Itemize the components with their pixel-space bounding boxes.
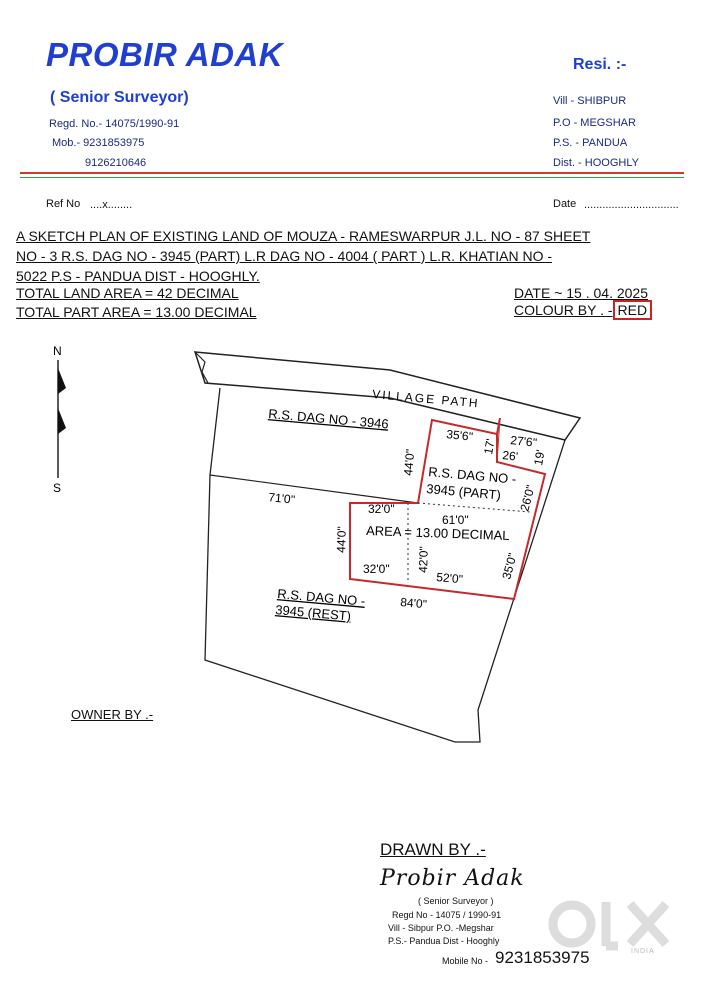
address-dist: Dist. - HOOGHLY [553, 157, 639, 169]
date-field-value: ............................... [584, 199, 679, 211]
dim-19: 19' [531, 449, 548, 467]
drawn-address-1: Vill - Sibpur P.O. -Megshar [388, 923, 494, 933]
dim-61: 61'0" [442, 513, 469, 527]
mobile-number: Mob.- 9231853975 [52, 137, 145, 149]
dim-26: 26' [502, 448, 519, 464]
dag-3946-label: R.S. DAG NO - 3946 [268, 406, 390, 431]
mobile-value: 9231853975 [495, 948, 590, 967]
header-divider-green [20, 177, 684, 178]
colour-by-value: RED [612, 300, 653, 320]
dag-part-label-2: 3945 (PART) [426, 481, 502, 502]
header-divider-red [20, 172, 684, 174]
dim-35-6: 35'6" [446, 427, 474, 444]
residence-label: Resi. :- [573, 56, 627, 73]
address-village: Vill - SHIBPUR [553, 95, 627, 107]
owner-label: OWNER BY .- [71, 707, 154, 722]
phone-number-2: 9126210646 [85, 157, 147, 169]
olx-watermark: INDIA [548, 896, 678, 961]
title-line-1: A SKETCH PLAN OF EXISTING LAND OF MOUZA … [16, 228, 591, 244]
olx-logo-icon [548, 900, 670, 951]
north-arrow-icon [57, 360, 66, 478]
plan-title: A SKETCH PLAN OF EXISTING LAND OF MOUZA … [16, 226, 686, 286]
dim-44-left: 44'0" [334, 526, 349, 553]
drawn-address-2: P.S.- Pandua Dist - Hooghly [388, 936, 500, 946]
surveyor-name: PROBIR ADAK [46, 36, 284, 73]
sketch-map: N S VILLAGE PATH R.S. DAG NO - 3946 R.S.… [53, 344, 582, 743]
dim-44-right: 44'0" [401, 449, 417, 477]
total-land-area: TOTAL LAND AREA = 42 DECIMAL [16, 285, 239, 301]
dim-17: 17' [481, 438, 498, 456]
dim-35-0: 35'0" [499, 551, 519, 580]
dim-71: 71'0" [268, 490, 296, 507]
colour-by-label: COLOUR BY . - [514, 302, 613, 318]
dag-rest-label-2: 3945 (REST) [275, 602, 352, 624]
colour-by: COLOUR BY . -RED [514, 300, 653, 320]
signature: Probir Adak [380, 866, 525, 891]
dim-84: 84'0" [400, 595, 428, 611]
olx-sub: INDIA [631, 948, 655, 955]
dim-32-top: 32'0" [368, 502, 395, 516]
address-ps: P.S. - PANDUA [553, 137, 628, 149]
dim-27-6: 27'6" [510, 433, 538, 450]
dim-32-bottom: 32'0" [363, 562, 390, 576]
date-field-label: Date [553, 198, 577, 210]
title-line-2: NO - 3 R.S. DAG NO - 3945 (PART) L.R DAG… [16, 248, 553, 264]
ref-value: ....x........ [90, 199, 133, 211]
address-po: P.O - MEGSHAR [553, 117, 636, 129]
dim-52: 52'0" [436, 570, 464, 586]
surveyor-role: ( Senior Surveyor) [50, 89, 189, 106]
ref-label: Ref No [46, 198, 81, 210]
dim-42: 42'0" [416, 546, 431, 573]
drawn-regd: Regd No - 14075 / 1990-91 [392, 910, 502, 920]
drawn-role: ( Senior Surveyor ) [418, 896, 494, 906]
drawn-by-label: DRAWN BY .- [380, 840, 486, 859]
south-label: S [53, 481, 61, 495]
regd-number: Regd. No.- 14075/1990-91 [49, 118, 180, 130]
north-label: N [53, 344, 62, 358]
part-plot-highlight [349, 418, 547, 601]
dim-26-0: 26'0" [517, 483, 537, 512]
mobile-label: Mobile No - [442, 956, 489, 966]
plan-date: DATE ~ 15 . 04. 2025 [514, 285, 648, 301]
area-label: AREA = 13.00 DECIMAL [366, 523, 510, 543]
title-line-3: 5022 P.S - PANDUA DIST - HOOGHLY. [16, 268, 260, 284]
total-part-area: TOTAL PART AREA = 13.00 DECIMAL [16, 304, 257, 320]
